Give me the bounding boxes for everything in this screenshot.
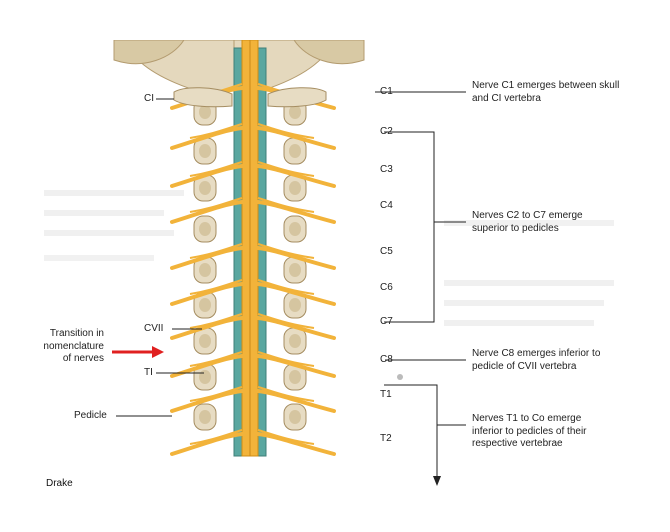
vertebra-spot-l-0: [199, 105, 211, 119]
nerve-label-c1: C1: [380, 86, 393, 97]
bracket-lines: [375, 91, 466, 478]
slide-canvas: CI CVII TI Pedicle Transition in nomencl…: [43, 40, 626, 492]
vertebra-spot-l-3: [199, 222, 211, 236]
nerve-root-left-1: [170, 126, 244, 150]
vertebra-spot-r-8: [289, 410, 301, 424]
vertebra-spot-r-6: [289, 334, 301, 348]
nerve-rootlet-left-4: [189, 243, 243, 259]
note-c2-c7: Nerves C2 to C7 emerge superior to pedic…: [472, 210, 583, 234]
nerve-root-right-5: [256, 282, 336, 306]
nerve-root-left-8: [170, 389, 244, 413]
nerve-rootlet-right-6: [257, 313, 315, 329]
nerve-label-c5: C5: [380, 246, 393, 257]
source-credit: Drake: [46, 478, 73, 489]
nerve-label-c4: C4: [380, 200, 393, 211]
spinal-nerves-illustration: [44, 40, 614, 486]
nerve-root-left-5: [170, 282, 244, 306]
vertebra-spot-l-4: [199, 263, 211, 277]
nerve-rootlet-left-5: [189, 279, 243, 295]
nerve-label-c3: C3: [380, 164, 393, 175]
nerve-root-right-3: [256, 200, 336, 224]
vertebrae: [193, 98, 307, 431]
nerve-label-c8: C8: [380, 354, 393, 365]
nerve-rootlet-right-7: [257, 351, 315, 367]
nerve-rootlet-left-9: [189, 429, 243, 445]
nerve-rootlet-left-3: [189, 197, 243, 213]
vertebra-spot-r-2: [289, 181, 301, 195]
nerve-root-right-1: [256, 126, 336, 150]
label-ci: CI: [144, 93, 154, 104]
label-pedicle: Pedicle: [74, 410, 107, 421]
nerve-rootlet-right-1: [257, 123, 315, 139]
nerve-root-right-4: [256, 246, 336, 270]
nerve-rootlet-right-4: [257, 243, 315, 259]
nerve-label-c7: C7: [380, 316, 393, 327]
nerve-rootlet-right-9: [257, 429, 315, 445]
nerve-root-left-6: [170, 316, 244, 340]
nerve-rootlet-left-6: [189, 313, 243, 329]
transition-arrow: [112, 346, 164, 358]
ci-vertebra: [173, 87, 233, 108]
background-text-ghost: [44, 190, 614, 326]
vertebra-spot-l-1: [199, 144, 211, 158]
nerve-label-c2: C2: [380, 126, 393, 137]
nerve-rootlet-left-8: [189, 386, 243, 402]
nerve-root-right-8: [256, 389, 336, 413]
nerve-root-right-2: [256, 164, 336, 188]
nerve-rootlet-right-8: [257, 386, 315, 402]
nerve-roots: [170, 83, 336, 456]
vertebra-spot-l-5: [199, 298, 211, 312]
vertebra-spot-l-2: [199, 181, 211, 195]
nerve-root-right-6: [256, 316, 336, 340]
vertebra-spot-r-7: [289, 370, 301, 384]
label-ti: TI: [144, 367, 153, 378]
note-t1-co: Nerves T1 to Co emerge inferior to pedic…: [472, 413, 587, 449]
label-transition: Transition in nomenclature of nerves: [43, 328, 104, 364]
nerve-root-left-3: [170, 200, 244, 224]
down-arrow-head: [433, 476, 441, 486]
nerve-label-t1: T1: [380, 389, 392, 400]
vertebra-spot-r-4: [289, 263, 301, 277]
vertebra-spot-r-0: [289, 105, 301, 119]
nerve-root-left-9: [170, 432, 244, 456]
label-cvii: CVII: [144, 323, 164, 334]
nerve-label-c6: C6: [380, 282, 393, 293]
vertebra-spot-r-5: [289, 298, 301, 312]
vertebra-spot-l-6: [199, 334, 211, 348]
nerve-root-right-9: [256, 432, 336, 456]
nerve-rootlet-right-5: [257, 279, 315, 295]
vertebra-spot-r-1: [289, 144, 301, 158]
nerve-root-left-4: [170, 246, 244, 270]
vertebra-spot-l-8: [199, 410, 211, 424]
nerve-root-left-2: [170, 164, 244, 188]
nerve-rootlet-left-7: [189, 351, 243, 367]
vertebra-spot-l-7: [199, 370, 211, 384]
nerve-rootlet-right-3: [257, 197, 315, 213]
marker-dot: [397, 374, 403, 380]
nerve-rootlet-right-2: [257, 161, 315, 177]
left-leader-lines: [116, 98, 204, 417]
nerve-rootlet-left-2: [189, 161, 243, 177]
nerve-rootlet-left-1: [189, 123, 243, 139]
note-c8: Nerve C8 emerges inferior to pedicle of …: [472, 348, 601, 372]
vertebra-spot-r-3: [289, 222, 301, 236]
nerve-label-t2: T2: [380, 433, 392, 444]
note-c1: Nerve C1 emerges between skull and CI ve…: [472, 80, 620, 104]
nerve-root-right-7: [256, 354, 336, 378]
